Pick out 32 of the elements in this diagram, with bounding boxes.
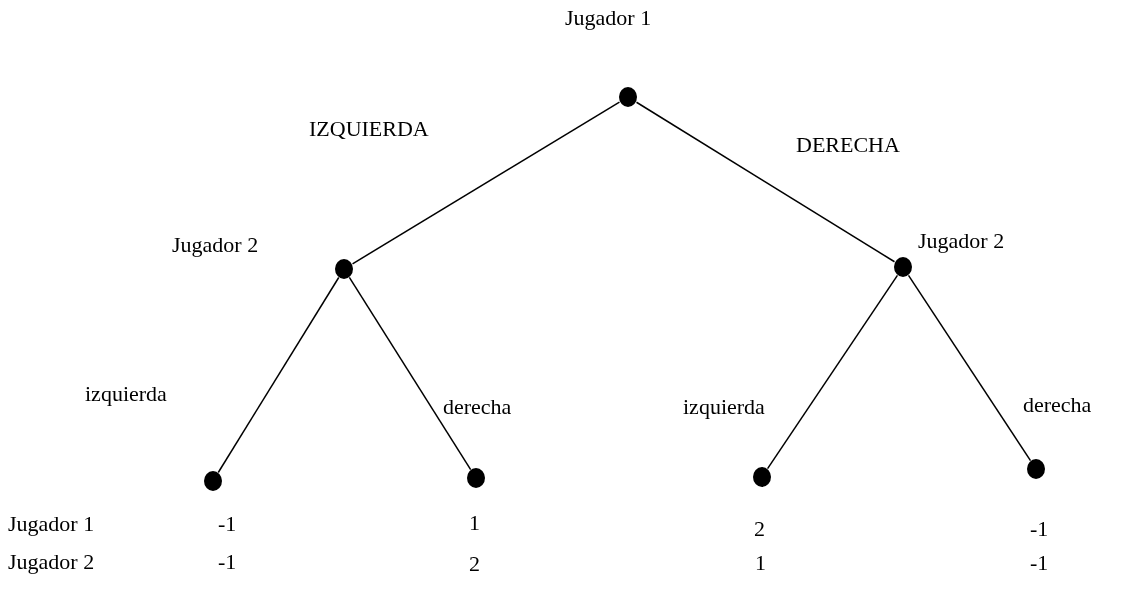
edge-label: derecha [1023, 392, 1092, 418]
tree-branch [217, 276, 340, 474]
payoff-value: 1 [755, 550, 766, 576]
row-label: Jugador 1 [8, 511, 95, 537]
decision-node-dot [1027, 459, 1045, 479]
decision-node-dot [204, 471, 222, 491]
payoff-value: -1 [218, 511, 237, 537]
row-label: Jugador 2 [8, 549, 95, 575]
payoff-value: 2 [754, 516, 765, 542]
payoff-value: -1 [1030, 550, 1049, 576]
edge-label: DERECHA [796, 132, 900, 158]
edge-label: derecha [443, 394, 512, 420]
edge-label: IZQUIERDA [309, 116, 429, 142]
payoff-value: 2 [469, 551, 480, 577]
tree-branch [348, 276, 472, 471]
tree-branch [766, 274, 899, 470]
tree-branch [635, 101, 896, 263]
decision-node-dot [753, 467, 771, 487]
payoff-value: 1 [469, 510, 480, 536]
payoff-value: -1 [218, 549, 237, 575]
edge-label: izquierda [85, 381, 167, 407]
decision-node-dot [467, 468, 485, 488]
player-label: Jugador 2 [172, 232, 259, 258]
decision-node-dot [335, 259, 353, 279]
decision-node-dot [619, 87, 637, 107]
payoff-value: -1 [1030, 516, 1049, 542]
player-label: Jugador 1 [565, 5, 652, 31]
tree-branch [351, 101, 621, 265]
edge-label: izquierda [683, 394, 765, 420]
decision-node-dot [894, 257, 912, 277]
player-label: Jugador 2 [918, 228, 1005, 254]
tree-branch [907, 274, 1032, 462]
